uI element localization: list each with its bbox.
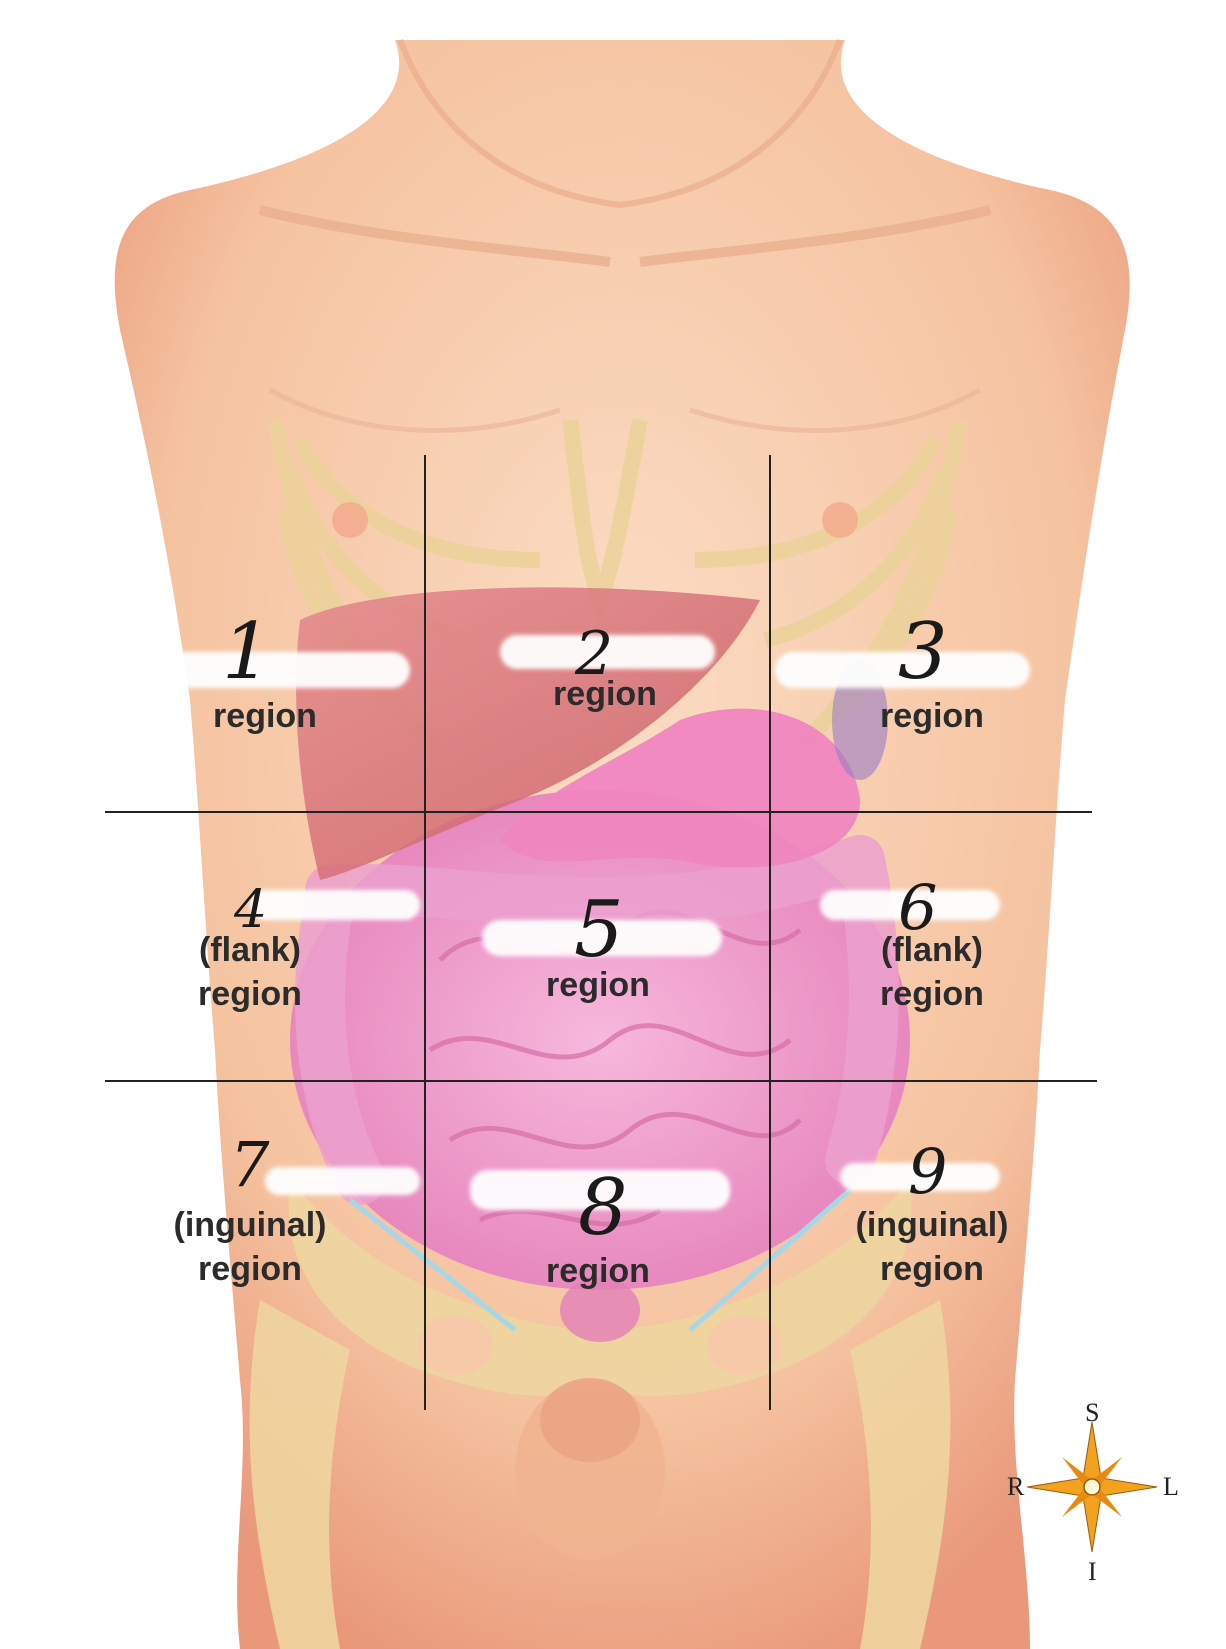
region-label-6-line-2: region xyxy=(880,975,984,1013)
blank-mask-9 xyxy=(840,1163,1000,1191)
region-number-8: 8 xyxy=(578,1163,628,1253)
blank-mask-8 xyxy=(470,1170,730,1210)
region-label-6-line-1: (flank) xyxy=(881,931,983,969)
region-label-7: (inguinal) region xyxy=(140,1203,360,1291)
region-label-5: region xyxy=(513,963,683,1007)
blank-mask-2 xyxy=(500,635,715,669)
region-label-4-line-2: region xyxy=(198,975,302,1013)
region-label-8: region xyxy=(513,1249,683,1293)
region-label-2: region xyxy=(520,672,690,716)
region-grid xyxy=(105,455,1097,1410)
blank-mask-4 xyxy=(250,890,420,920)
region-number-9: 9 xyxy=(908,1135,948,1208)
region-label-9-line-2: region xyxy=(880,1250,984,1288)
region-number-4: 4 xyxy=(234,880,268,940)
blank-mask-6 xyxy=(820,890,1000,920)
region-label-8-line-1: region xyxy=(546,1252,650,1290)
region-number-7: 7 xyxy=(230,1128,270,1201)
region-label-2-line-1: region xyxy=(553,675,657,713)
blank-mask-3 xyxy=(775,652,1030,688)
region-number-3: 3 xyxy=(898,607,948,697)
region-label-9-line-1: (inguinal) xyxy=(855,1206,1009,1244)
compass-rose-icon xyxy=(1026,1421,1158,1553)
blank-mask-7 xyxy=(265,1167,420,1195)
region-label-4-line-1: (flank) xyxy=(199,931,301,969)
region-label-3: region xyxy=(847,694,1017,738)
region-number-6: 6 xyxy=(898,871,938,944)
region-label-6: (flank) region xyxy=(847,928,1017,1016)
region-label-1: region xyxy=(180,694,350,738)
region-label-1-line-1: region xyxy=(213,697,317,735)
region-label-4: (flank) region xyxy=(165,928,335,1016)
region-label-5-line-1: region xyxy=(546,966,650,1004)
compass-label-superior: S xyxy=(1085,1398,1100,1427)
compass-label-left: L xyxy=(1163,1472,1179,1501)
compass-label-right: R xyxy=(1007,1472,1025,1501)
blank-mask-1 xyxy=(145,652,410,688)
blank-mask-5 xyxy=(482,920,722,956)
region-label-7-line-2: region xyxy=(198,1250,302,1288)
region-label-3-line-1: region xyxy=(880,697,984,735)
compass-label-inferior: I xyxy=(1088,1557,1097,1586)
region-label-9: (inguinal) region xyxy=(822,1203,1042,1291)
region-number-2: 2 xyxy=(575,619,614,689)
region-label-7-line-1: (inguinal) xyxy=(173,1206,327,1244)
region-number-1: 1 xyxy=(222,607,272,697)
region-number-5: 5 xyxy=(574,885,624,975)
